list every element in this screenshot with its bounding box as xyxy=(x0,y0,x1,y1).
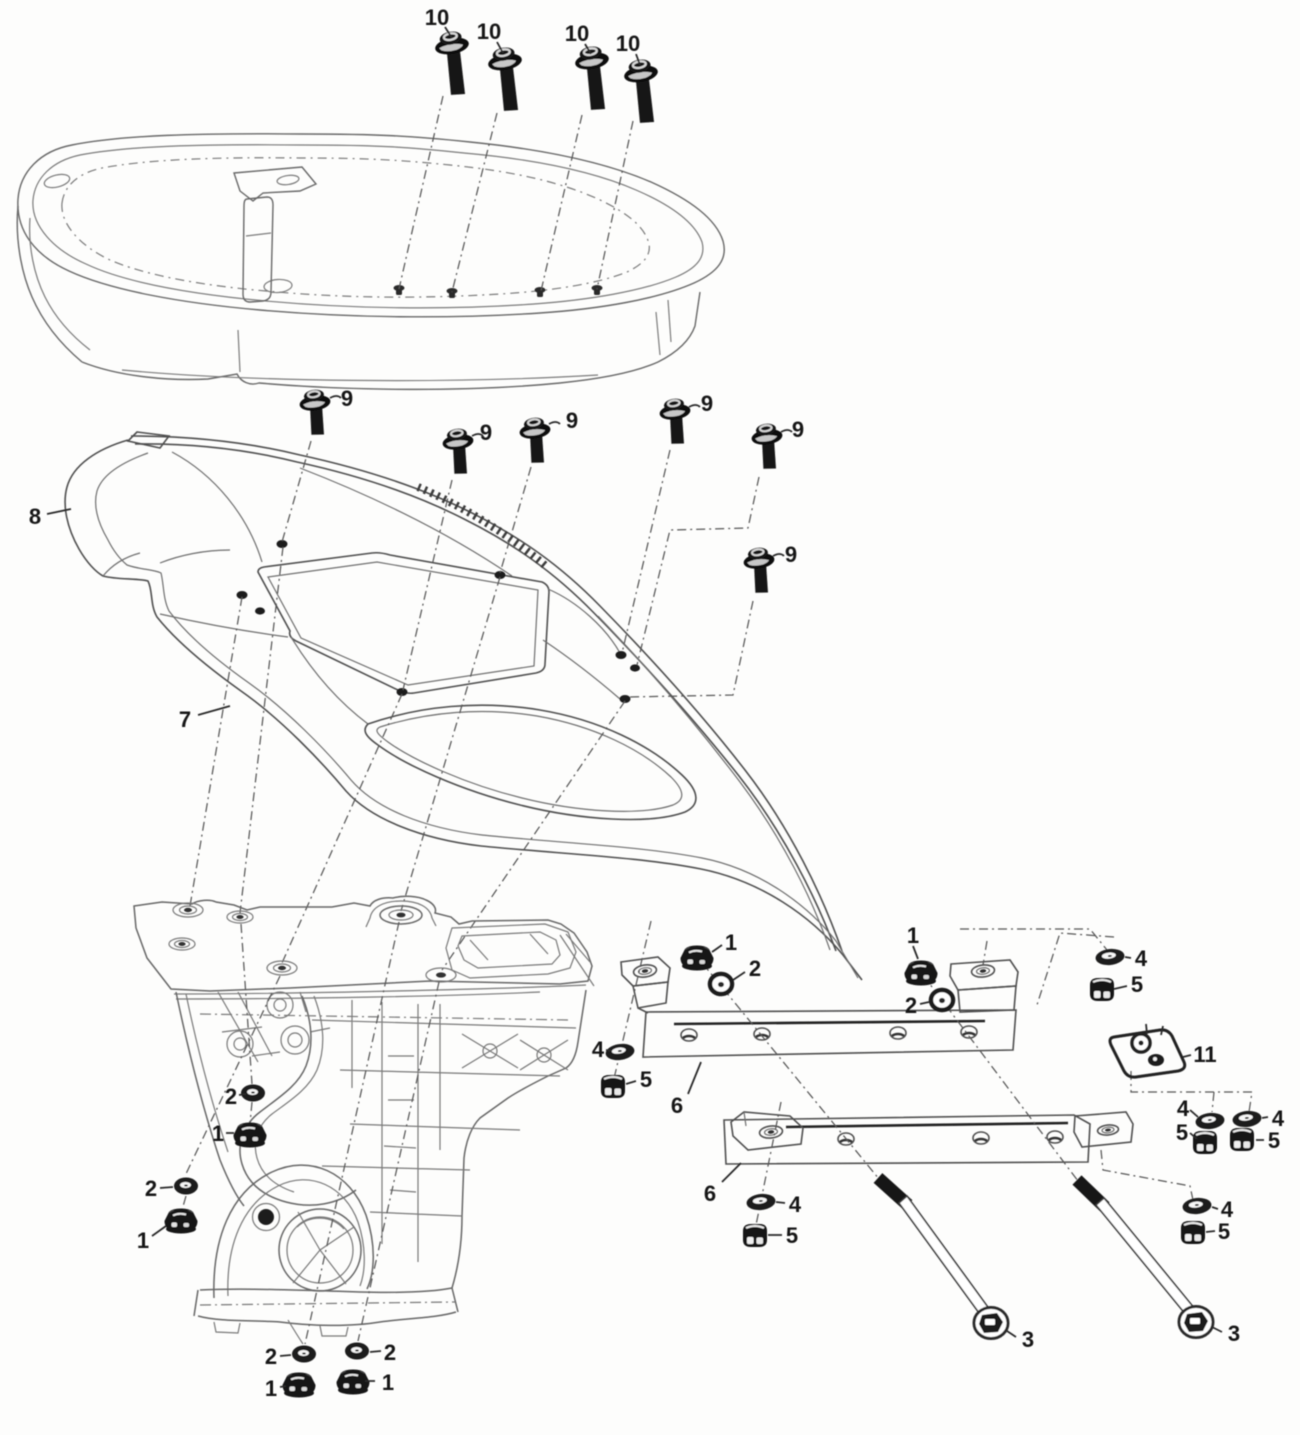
svg-text:5: 5 xyxy=(1176,1120,1188,1145)
svg-text:10: 10 xyxy=(425,5,449,30)
svg-text:3: 3 xyxy=(1022,1327,1034,1352)
svg-text:9: 9 xyxy=(785,542,797,567)
svg-text:2: 2 xyxy=(749,956,761,981)
svg-text:4: 4 xyxy=(1272,1106,1285,1131)
svg-text:9: 9 xyxy=(341,386,353,411)
svg-text:4: 4 xyxy=(789,1192,802,1217)
svg-text:6: 6 xyxy=(671,1093,683,1118)
svg-text:3: 3 xyxy=(1228,1321,1240,1346)
svg-text:5: 5 xyxy=(1218,1219,1230,1244)
svg-text:6: 6 xyxy=(704,1181,716,1206)
svg-text:1: 1 xyxy=(265,1376,277,1401)
svg-text:9: 9 xyxy=(566,408,578,433)
svg-text:10: 10 xyxy=(616,31,640,56)
svg-text:8: 8 xyxy=(29,504,41,529)
svg-text:1: 1 xyxy=(725,930,737,955)
svg-text:5: 5 xyxy=(1131,972,1143,997)
svg-text:2: 2 xyxy=(384,1340,396,1365)
svg-text:9: 9 xyxy=(792,417,804,442)
svg-text:4: 4 xyxy=(1135,946,1148,971)
svg-text:1: 1 xyxy=(137,1228,149,1253)
svg-text:2: 2 xyxy=(905,993,917,1018)
svg-text:5: 5 xyxy=(640,1067,652,1092)
svg-text:2: 2 xyxy=(145,1176,157,1201)
svg-text:11: 11 xyxy=(1193,1042,1216,1067)
svg-text:7: 7 xyxy=(179,707,191,732)
svg-text:10: 10 xyxy=(477,19,501,44)
svg-text:2: 2 xyxy=(265,1344,277,1369)
svg-text:1: 1 xyxy=(382,1370,394,1395)
svg-text:4: 4 xyxy=(592,1037,605,1062)
svg-text:5: 5 xyxy=(1268,1128,1280,1153)
svg-text:2: 2 xyxy=(225,1084,237,1109)
svg-text:10: 10 xyxy=(565,21,589,46)
svg-text:1: 1 xyxy=(212,1121,224,1146)
svg-text:9: 9 xyxy=(480,420,492,445)
svg-text:4: 4 xyxy=(1177,1096,1190,1121)
svg-text:9: 9 xyxy=(701,391,713,416)
svg-text:5: 5 xyxy=(786,1223,798,1248)
svg-text:4: 4 xyxy=(1221,1197,1234,1222)
svg-text:1: 1 xyxy=(907,923,919,948)
